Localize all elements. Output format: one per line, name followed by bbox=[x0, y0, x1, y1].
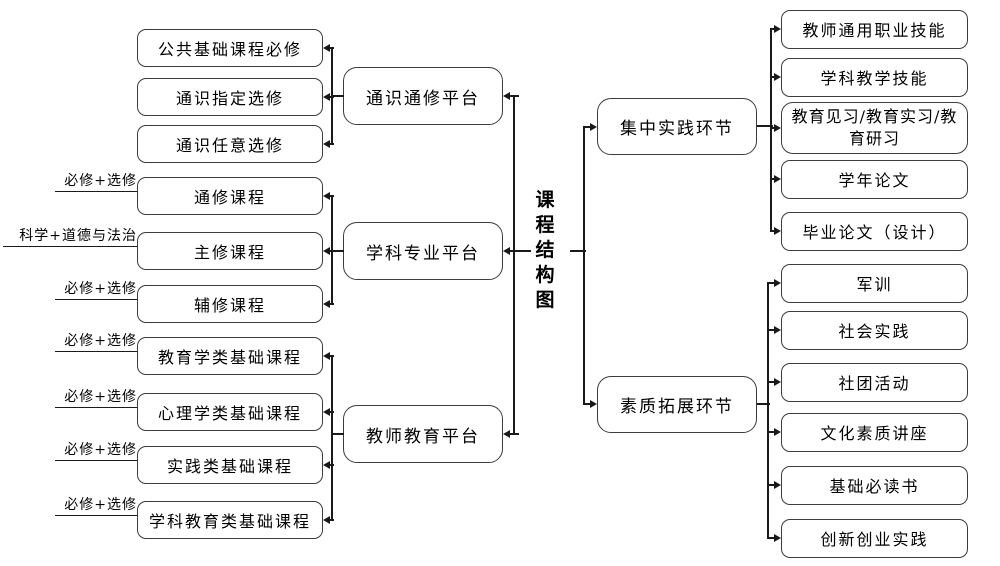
arrowhead-right-icon bbox=[773, 279, 781, 287]
connector-line bbox=[331, 355, 333, 521]
arrowhead-right-icon bbox=[773, 175, 781, 183]
activity-box: 毕业论文（设计） bbox=[781, 211, 968, 251]
connector-line bbox=[329, 195, 334, 197]
arrowhead-right-icon bbox=[773, 326, 781, 334]
course-box: 学科教育类基础课程 bbox=[137, 501, 323, 539]
requirement-annotation: 必修+选修 bbox=[55, 172, 137, 192]
arrowhead-right-icon bbox=[773, 227, 781, 235]
connector-line bbox=[329, 47, 334, 49]
connector-line bbox=[771, 127, 775, 129]
requirement-annotation: 必修+选修 bbox=[55, 441, 137, 461]
arrowhead-left-icon bbox=[323, 192, 330, 200]
platform-box: 教师教育平台 bbox=[343, 405, 503, 463]
arrowhead-right-icon bbox=[773, 534, 781, 542]
connector-line bbox=[329, 143, 334, 145]
diagram-title: 课程结构图 bbox=[535, 189, 555, 311]
connector-line bbox=[771, 28, 775, 30]
requirement-annotation: 科学+道德与法治 bbox=[3, 227, 137, 247]
connector-line bbox=[332, 95, 344, 97]
right-trunk-line bbox=[583, 126, 585, 405]
connector-line bbox=[331, 195, 333, 305]
arrowhead-right-icon bbox=[589, 123, 597, 131]
course-box: 通识任意选修 bbox=[137, 125, 323, 163]
arrowhead-right-icon bbox=[773, 73, 781, 81]
connector-line bbox=[332, 433, 344, 435]
connector-line bbox=[757, 125, 773, 127]
phase-box: 素质拓展环节 bbox=[597, 375, 757, 433]
arrowhead-right-icon bbox=[773, 25, 781, 33]
course-box: 教育学类基础课程 bbox=[137, 337, 323, 375]
arrowhead-left-icon bbox=[323, 44, 330, 52]
arrowhead-left-icon bbox=[323, 352, 330, 360]
connector-line bbox=[771, 178, 775, 180]
activity-box: 军训 bbox=[781, 263, 968, 303]
course-box: 实践类基础课程 bbox=[137, 446, 323, 484]
course-box: 主修课程 bbox=[137, 232, 323, 270]
arrowhead-left-icon bbox=[323, 140, 330, 148]
connector-line bbox=[768, 537, 775, 539]
arrowhead-left-icon bbox=[323, 408, 330, 416]
connector-line bbox=[329, 303, 334, 305]
activity-box: 社会实践 bbox=[781, 310, 968, 350]
activity-box: 学科教学技能 bbox=[781, 57, 968, 97]
connector-line bbox=[768, 484, 775, 486]
connector-line bbox=[329, 250, 334, 252]
connector-line bbox=[768, 282, 775, 284]
arrowhead-left-icon bbox=[323, 516, 330, 524]
connector-line bbox=[509, 250, 531, 252]
connector-line bbox=[771, 76, 775, 78]
arrowhead-left-icon bbox=[503, 247, 510, 255]
connector-line bbox=[767, 282, 769, 539]
platform-box: 学科专业平台 bbox=[343, 222, 503, 280]
activity-box: 社团活动 bbox=[781, 362, 968, 402]
connector-line bbox=[770, 28, 772, 232]
course-box: 心理学类基础课程 bbox=[137, 393, 323, 431]
platform-box: 通识通修平台 bbox=[343, 67, 503, 125]
connector-line bbox=[757, 403, 770, 405]
connector-line bbox=[329, 96, 334, 98]
course-box: 通识指定选修 bbox=[137, 78, 323, 116]
activity-box: 学年论文 bbox=[781, 159, 968, 199]
connector-line bbox=[332, 250, 344, 252]
activity-box: 教育见习/教育实习/教育研习 bbox=[781, 102, 968, 154]
phase-box: 集中实践环节 bbox=[597, 97, 757, 155]
connector-line bbox=[584, 403, 590, 405]
requirement-annotation: 必修+选修 bbox=[55, 280, 137, 300]
connector-line bbox=[584, 126, 590, 128]
requirement-annotation: 必修+选修 bbox=[55, 388, 137, 408]
arrowhead-left-icon bbox=[503, 430, 510, 438]
arrowhead-left-icon bbox=[323, 93, 330, 101]
arrowhead-left-icon bbox=[323, 300, 330, 308]
activity-box: 基础必读书 bbox=[781, 465, 968, 505]
requirement-annotation: 必修+选修 bbox=[55, 332, 137, 352]
arrowhead-right-icon bbox=[773, 481, 781, 489]
course-box: 通修课程 bbox=[137, 177, 323, 215]
connector-line bbox=[768, 329, 775, 331]
connector-line bbox=[331, 47, 333, 145]
arrowhead-left-icon bbox=[503, 92, 510, 100]
connector-line bbox=[771, 230, 775, 232]
connector-line bbox=[329, 355, 334, 357]
connector-line bbox=[509, 95, 519, 97]
arrowhead-right-icon bbox=[589, 400, 597, 408]
requirement-annotation: 必修+选修 bbox=[55, 496, 137, 516]
arrowhead-right-icon bbox=[773, 378, 781, 386]
connector-line bbox=[329, 519, 334, 521]
arrowhead-left-icon bbox=[323, 247, 330, 255]
activity-box: 创新创业实践 bbox=[781, 518, 968, 558]
connector-line bbox=[768, 431, 775, 433]
activity-box: 教师通用职业技能 bbox=[781, 9, 968, 49]
course-box: 辅修课程 bbox=[137, 285, 323, 323]
connector-line bbox=[768, 381, 775, 383]
connector-line bbox=[509, 433, 519, 435]
activity-box: 文化素质讲座 bbox=[781, 412, 968, 452]
arrowhead-right-icon bbox=[773, 428, 781, 436]
left-trunk-line bbox=[513, 95, 515, 435]
arrowhead-left-icon bbox=[323, 461, 330, 469]
connector-line bbox=[329, 464, 334, 466]
title-right-stub bbox=[570, 250, 586, 252]
connector-line bbox=[329, 411, 334, 413]
course-box: 公共基础课程必修 bbox=[137, 29, 323, 67]
arrowhead-right-icon bbox=[773, 124, 781, 132]
